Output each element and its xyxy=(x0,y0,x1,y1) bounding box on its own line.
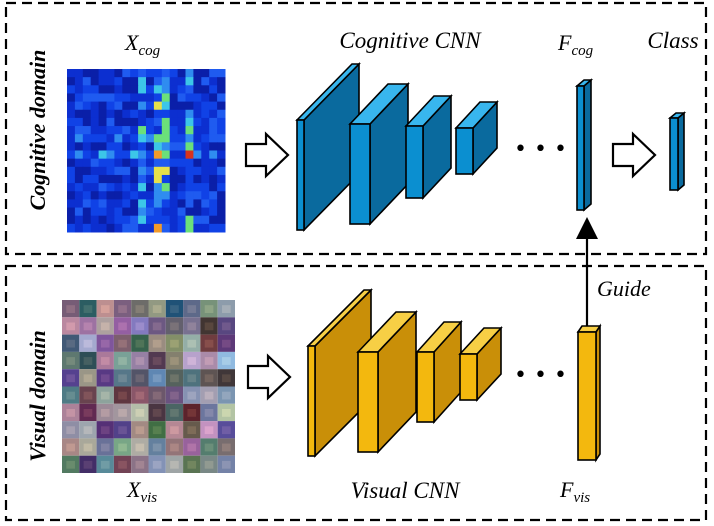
output-class-label: Class xyxy=(647,28,698,53)
visual-domain-label: Visual domain xyxy=(25,330,50,461)
cognitive-output-class xyxy=(667,111,687,192)
cognitive-input-arrow xyxy=(244,131,290,179)
cognitive-feature-label: Fcog xyxy=(557,30,594,59)
visual-layer-2 xyxy=(356,309,418,455)
cognitive-layer-4 xyxy=(454,99,499,177)
visual-layer-4 xyxy=(458,325,503,403)
visual-network-label: Visual CNN xyxy=(351,478,462,503)
visual-feature-vector xyxy=(576,323,602,463)
cognitive-network-label: Cognitive CNN xyxy=(339,28,482,53)
cognitive-layer-2 xyxy=(348,81,410,227)
visual-layer-3 xyxy=(415,319,463,425)
visual-domain-box xyxy=(4,264,708,522)
cognitive-input-label: Xcog xyxy=(124,30,161,59)
visual-feature-label: Fvis xyxy=(559,477,590,506)
visual-layer-1 xyxy=(306,288,373,458)
cognitive-ellipsis: • • • xyxy=(514,137,567,162)
cognitive-cnn-layers xyxy=(295,62,687,232)
visual-input-arrow xyxy=(246,353,292,401)
cognitive-feature-vector xyxy=(574,78,594,212)
cognitive-domain-box xyxy=(4,1,708,256)
visual-input-label: Xvis xyxy=(126,477,157,506)
visual-cnn-layers xyxy=(306,288,602,463)
cognitive-input-heatmap xyxy=(67,69,226,233)
cognitive-layer-3 xyxy=(404,93,453,201)
guide-label: Guide xyxy=(597,276,651,301)
visual-ellipsis: • • • xyxy=(514,363,567,388)
visual-input-mosaic xyxy=(62,300,235,473)
cognitive-domain-label: Cognitive domain xyxy=(25,50,50,211)
cognitive-output-arrow xyxy=(611,131,657,179)
